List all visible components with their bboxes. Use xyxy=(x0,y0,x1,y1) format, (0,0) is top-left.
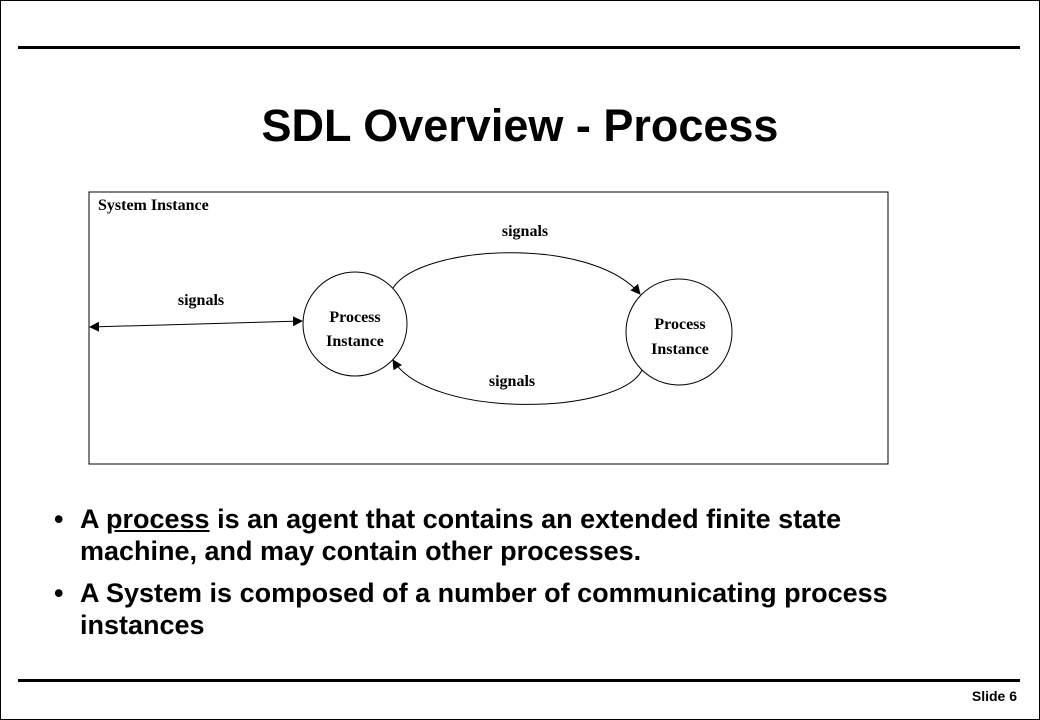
process-left-line1: Process xyxy=(329,309,380,326)
process-right-line1: Process xyxy=(654,316,705,333)
system-instance-label: System Instance xyxy=(98,197,209,214)
bullet-text: A System is composed of a number of comm… xyxy=(80,578,888,640)
process-instance-left xyxy=(302,271,408,377)
process-instance-right xyxy=(625,278,733,386)
bullet-dot: • xyxy=(54,578,64,608)
bullet-text-pre: A xyxy=(80,504,106,534)
bullet-item-system: • A System is composed of a number of co… xyxy=(54,577,954,641)
top-rule xyxy=(18,46,1020,49)
signal-route-top xyxy=(392,252,641,295)
bullet-emphasis-process: process xyxy=(106,504,210,534)
signal-top-label: signals xyxy=(502,223,548,240)
process-left-line2: Instance xyxy=(326,333,384,350)
system-instance-box xyxy=(88,191,889,465)
signal-route-bottom xyxy=(392,359,643,405)
bullet-item-process: • A process is an agent that contains an… xyxy=(54,503,954,567)
signal-external-label: signals xyxy=(178,292,224,309)
signal-bottom-label: signals xyxy=(489,373,535,390)
signal-route-external xyxy=(89,316,303,332)
bullet-text-post: is an agent that contains an extended fi… xyxy=(80,504,842,566)
slide-title: SDL Overview - Process xyxy=(261,100,779,151)
process-right-line2: Instance xyxy=(651,341,709,358)
bullet-list: • A process is an agent that contains an… xyxy=(54,503,954,651)
bullet-dot: • xyxy=(54,504,64,534)
slide-number: Slide 6 xyxy=(971,688,1017,704)
bottom-rule xyxy=(18,679,1020,682)
